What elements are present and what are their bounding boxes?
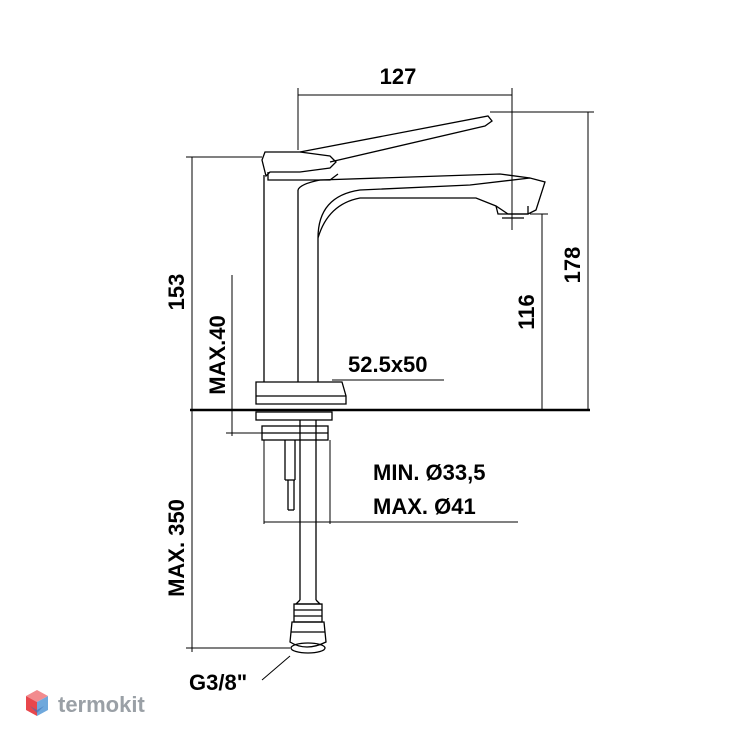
dim-base-size: 52.5x50 bbox=[348, 352, 428, 377]
dim-total-height: 178 bbox=[560, 247, 585, 284]
under-deck-fixings bbox=[255, 411, 333, 654]
faucet-body bbox=[255, 115, 546, 405]
watermark-text: termokit bbox=[58, 692, 145, 717]
watermark: termokit bbox=[26, 690, 145, 717]
dim-connection: G3/8" bbox=[189, 670, 247, 695]
dim-spout-height: 116 bbox=[514, 294, 539, 330]
dim-max-hose-length: MAX. 350 bbox=[164, 499, 189, 597]
dimension-lines bbox=[186, 88, 594, 681]
dim-hole-min: MIN. Ø33,5 bbox=[373, 460, 485, 485]
dim-body-height: 153 bbox=[164, 274, 189, 311]
dim-max-deck-thickness: MAX.40 bbox=[205, 315, 230, 394]
dim-spout-reach: 127 bbox=[380, 64, 417, 89]
termokit-logo-icon bbox=[26, 690, 48, 716]
dim-hole-max: MAX. Ø41 bbox=[373, 494, 476, 519]
